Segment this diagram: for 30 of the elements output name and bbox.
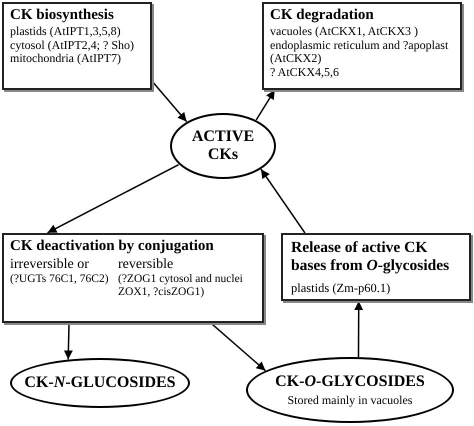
node-title: CK biosynthesis [10,6,115,25]
process-box [2,2,152,90]
arrow [210,322,266,372]
node-text: mitochondria (AtIPT7) [10,52,121,66]
arrow [354,301,364,358]
node-text: vacuoles (AtCKX1, AtCKX3 ) [270,25,419,38]
node-text: reversible [118,256,174,273]
arrow [64,323,73,360]
node-title: Release of active CK bases from O-glycosides [291,239,450,275]
node-text: plastids (AtIPT1,3,5,8) [10,25,122,38]
node-title: ACTIVE CKs [190,128,256,164]
process-box [262,2,462,90]
node-text: cytosol (AtIPT2,4; ? Sho) [10,38,135,52]
arrow [256,90,276,120]
arrow [47,164,179,234]
node-text: (?UGTs 76C1, 76C2) [10,273,110,287]
node-text: irreversible or [10,256,90,273]
node-text: (?ZOG1 cytosol and nuclei ZOX1, ?cisZOG1) [118,273,244,299]
arrow [152,80,188,122]
process-box [2,233,264,323]
node-text: Stored mainly in vacuoles [288,392,412,408]
node-text: ? AtCKX4,5,6 [270,66,340,79]
arrow [260,168,306,234]
node-title: CK-O-GLYCOSIDES [275,372,425,392]
node-text: endoplasmic reticulum and ?apoplast (AtCKX2) [270,38,450,66]
node-title: CK degradation [270,6,375,25]
node-text: plastids (Zm-p60.1) [291,280,392,297]
process-box [281,233,471,301]
node-title: CK deactivation by conjugation [10,237,215,256]
node-title: CK-N-GLUCOSIDES [24,373,176,393]
